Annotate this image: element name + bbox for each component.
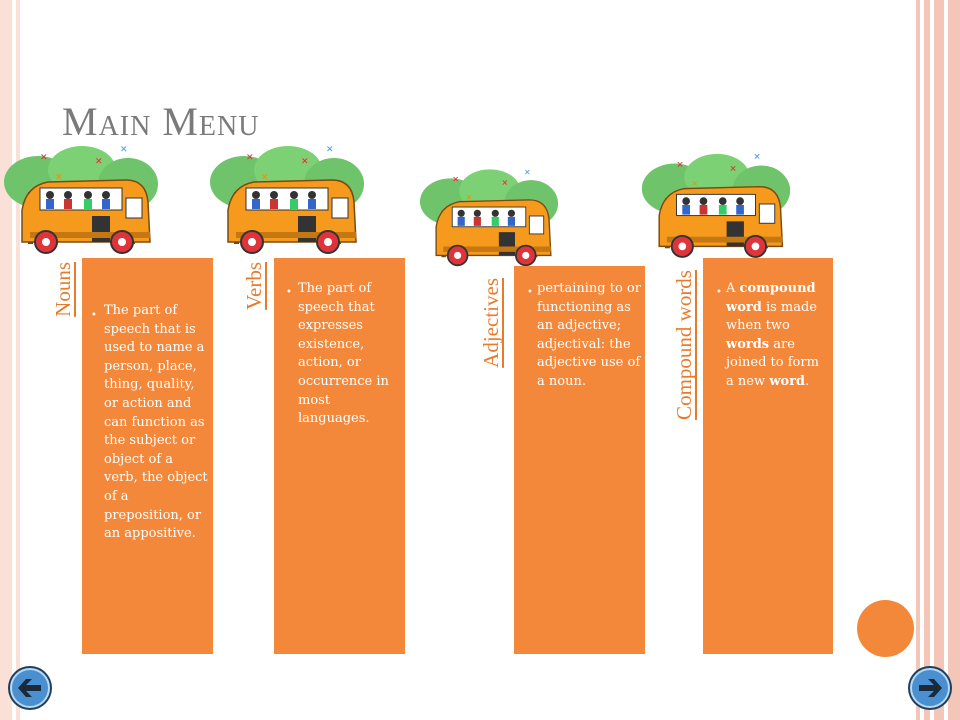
text-run: A: [726, 281, 740, 296]
svg-text:✕: ✕: [754, 153, 761, 163]
text-run: are joined to form a new: [726, 336, 819, 389]
school-bus-image: ✕ ✕ ✕ ✕: [419, 168, 559, 267]
svg-text:✕: ✕: [452, 175, 459, 184]
svg-text:✕: ✕: [55, 173, 63, 183]
definition-card-nouns: • The part of speech that is used to nam…: [82, 258, 213, 654]
svg-text:✕: ✕: [524, 168, 531, 177]
svg-text:✕: ✕: [691, 180, 698, 190]
svg-text:✕: ✕: [326, 145, 334, 155]
bullet: •: [91, 310, 97, 321]
definition-card-adjectives: • pertaining to or functioning as an adj…: [514, 266, 645, 654]
svg-text:✕: ✕: [246, 153, 254, 163]
school-bus-image: ✕ ✕ ✕ ✕: [210, 145, 364, 254]
school-bus-image: ✕ ✕ ✕ ✕: [4, 145, 158, 254]
text-run: is made when two: [726, 299, 817, 334]
menu-link-verbs[interactable]: Verbs: [242, 262, 266, 310]
frame-stripe-left-thin: [16, 0, 20, 720]
svg-text:✕: ✕: [120, 145, 128, 155]
arrow-left-icon: [18, 679, 41, 697]
bullet: •: [716, 287, 722, 298]
school-bus-image: ✕ ✕ ✕ ✕: [641, 153, 791, 258]
text-run-bold: word: [769, 373, 806, 389]
svg-text:✕: ✕: [40, 153, 48, 163]
definition-text: The part of speech that expresses existe…: [298, 281, 389, 427]
definition-text: The part of speech that is used to name …: [104, 303, 208, 542]
svg-text:✕: ✕: [729, 164, 736, 174]
definition-card-verbs: • The part of speech that expresses exis…: [274, 258, 405, 654]
menu-link-nouns[interactable]: Nouns: [51, 262, 75, 317]
svg-text:✕: ✕: [466, 193, 473, 202]
text-run-bold: compound word: [726, 281, 816, 315]
svg-text:✕: ✕: [95, 157, 103, 167]
text-run: .: [805, 373, 810, 389]
svg-text:✕: ✕: [677, 160, 684, 170]
bullet: •: [527, 287, 533, 298]
frame-stripe-right: [916, 0, 960, 720]
text-run-bold: words: [726, 336, 770, 352]
page-title: Main Menu: [62, 99, 260, 144]
decorative-circle: [857, 600, 914, 657]
definition-text: pertaining to or functioning as an adjec…: [537, 281, 641, 389]
back-button[interactable]: [6, 664, 54, 712]
svg-text:✕: ✕: [301, 157, 309, 167]
definition-card-compound-words: • A compound word is made when two words…: [703, 258, 833, 654]
forward-button[interactable]: [906, 664, 954, 712]
arrow-right-icon: [919, 679, 942, 697]
menu-link-adjectives[interactable]: Adjectives: [479, 278, 503, 368]
menu-link-compound-words[interactable]: Compound words: [672, 270, 696, 420]
bullet: •: [286, 287, 292, 298]
svg-text:✕: ✕: [502, 179, 509, 188]
svg-text:✕: ✕: [261, 173, 269, 183]
definition-text: A compound word is made when two words a…: [726, 280, 824, 392]
frame-stripe-left: [0, 0, 12, 720]
